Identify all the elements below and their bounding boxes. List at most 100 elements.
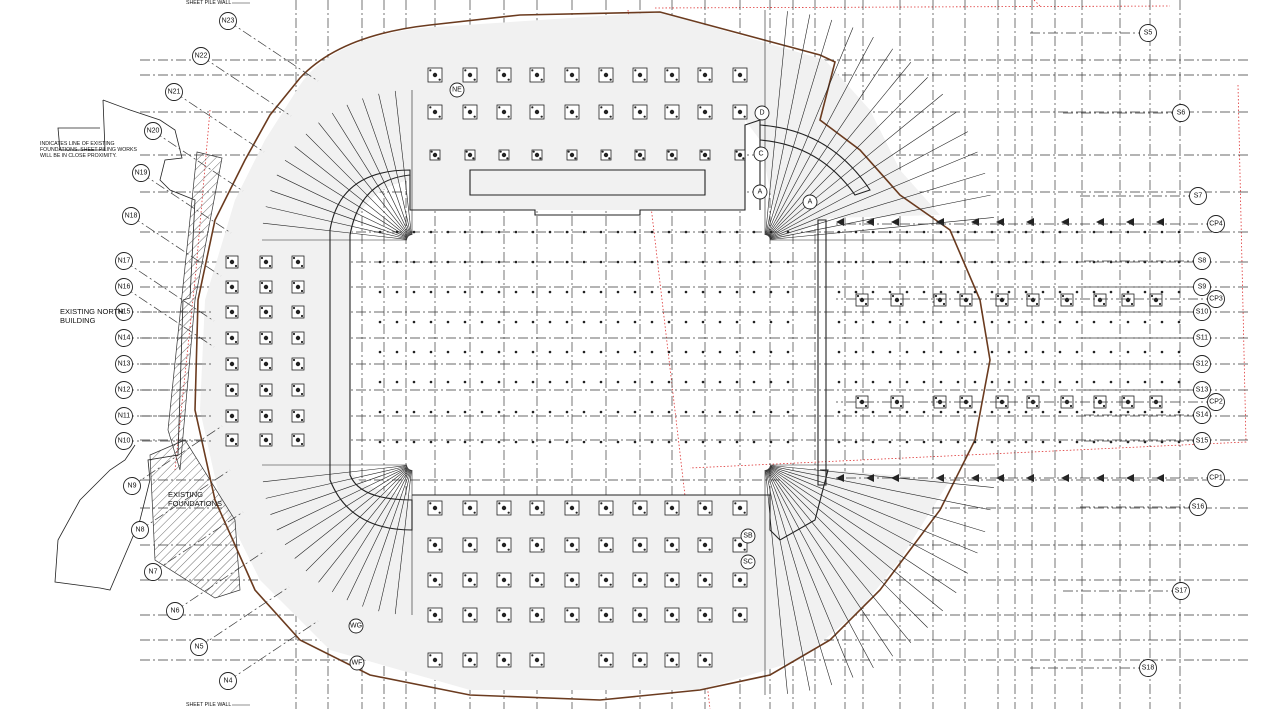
pile-cap xyxy=(933,293,947,307)
sheet-pile-label-bottom: SHEET PILE WALL xyxy=(186,702,231,708)
pile xyxy=(531,260,535,264)
pile xyxy=(922,230,926,234)
grid-bubble-circle xyxy=(1193,303,1211,321)
pile xyxy=(1160,350,1164,354)
pile xyxy=(990,230,994,234)
grid-bubble-circle xyxy=(1172,104,1190,122)
pile-cap xyxy=(462,607,478,623)
pile xyxy=(684,320,688,324)
pile xyxy=(1024,260,1028,264)
pile-cap xyxy=(259,280,273,294)
radial-line xyxy=(768,111,957,238)
pile xyxy=(548,380,552,384)
pile xyxy=(463,260,467,264)
pile xyxy=(922,260,926,264)
grid-bubble-n5-label: N5 xyxy=(195,644,204,651)
pile-cap xyxy=(225,383,239,397)
grid-bubble-circle xyxy=(115,278,133,296)
inner-bubble-0-label: NE xyxy=(452,87,462,94)
inner-bubble-8: WF xyxy=(349,655,365,671)
pile xyxy=(497,440,501,444)
grid-bubble-n16-label: N16 xyxy=(118,284,131,291)
pile-cap xyxy=(566,149,578,161)
pile xyxy=(429,230,433,234)
pile xyxy=(582,440,586,444)
grid-bubble-s6-label: S6 xyxy=(1177,110,1186,117)
grid-bubble-n9: N9 xyxy=(123,425,223,495)
pile xyxy=(667,230,671,234)
pile xyxy=(616,230,620,234)
pile xyxy=(990,410,994,414)
pile xyxy=(429,260,433,264)
pile-cap xyxy=(664,572,680,588)
pile xyxy=(888,350,892,354)
pile-cap xyxy=(291,280,305,294)
pile-cap xyxy=(259,357,273,371)
pile xyxy=(939,320,943,324)
pile xyxy=(599,350,603,354)
pile-cap xyxy=(225,409,239,423)
pile-cap xyxy=(427,67,443,83)
pile xyxy=(854,440,858,444)
pile xyxy=(837,440,841,444)
grid-bubble-circle xyxy=(1193,252,1211,270)
pile xyxy=(650,290,654,294)
pile xyxy=(939,260,943,264)
pile-cap xyxy=(259,383,273,397)
radial-line xyxy=(265,206,408,240)
grid-bubble-n21: N21 xyxy=(165,83,265,153)
pile xyxy=(973,350,977,354)
note-existing-foundations-2: FOUNDATIONS. SHEET PILING WORKS xyxy=(40,147,137,153)
pile xyxy=(412,380,416,384)
pile xyxy=(1143,350,1147,354)
pile xyxy=(616,440,620,444)
pile xyxy=(514,320,518,324)
pile xyxy=(1024,290,1028,294)
pile xyxy=(1041,350,1045,354)
pile-cap xyxy=(496,500,512,516)
pile xyxy=(871,410,875,414)
inner-bubble-3-label: A xyxy=(758,189,763,196)
pile xyxy=(1024,350,1028,354)
pile xyxy=(735,320,739,324)
pile xyxy=(871,260,875,264)
grid-bubble-circle xyxy=(1139,24,1157,42)
radial-line xyxy=(294,467,409,559)
pile xyxy=(786,410,790,414)
leader-line xyxy=(123,260,215,322)
pile xyxy=(990,380,994,384)
pile xyxy=(463,320,467,324)
pile xyxy=(837,320,841,324)
radial-line xyxy=(284,467,408,546)
triangle-marker xyxy=(836,474,844,482)
grid-bubble-s8: S8 xyxy=(1082,252,1211,270)
pile xyxy=(956,290,960,294)
pile-cap xyxy=(225,255,239,269)
grid-bubble-s7-label: S7 xyxy=(1194,193,1203,200)
pile-cap xyxy=(291,331,305,345)
pile xyxy=(463,290,467,294)
grid-bubble-cp3-label: CP3 xyxy=(1209,296,1223,303)
pile xyxy=(667,290,671,294)
pile xyxy=(786,320,790,324)
pile xyxy=(956,380,960,384)
grid-bubble-n6: N6 xyxy=(166,550,266,620)
pile xyxy=(446,320,450,324)
grid-bubble-circle xyxy=(1207,393,1225,411)
pile xyxy=(973,440,977,444)
pile-cap xyxy=(259,433,273,447)
pile xyxy=(1058,350,1062,354)
leader-line xyxy=(198,586,290,648)
inner-bubble-3: A xyxy=(752,184,768,200)
triangle-marker xyxy=(1061,218,1069,226)
annotations: SHEET PILE WALL SHEET PILE WALL INDICATE… xyxy=(40,0,250,708)
pile xyxy=(888,290,892,294)
pile xyxy=(395,440,399,444)
pile-cap xyxy=(462,500,478,516)
pile xyxy=(837,380,841,384)
pile xyxy=(1007,290,1011,294)
grid-bubble-circle xyxy=(115,252,133,270)
radial-line xyxy=(276,466,408,531)
radial-line xyxy=(768,93,943,238)
pile-cap xyxy=(427,572,443,588)
